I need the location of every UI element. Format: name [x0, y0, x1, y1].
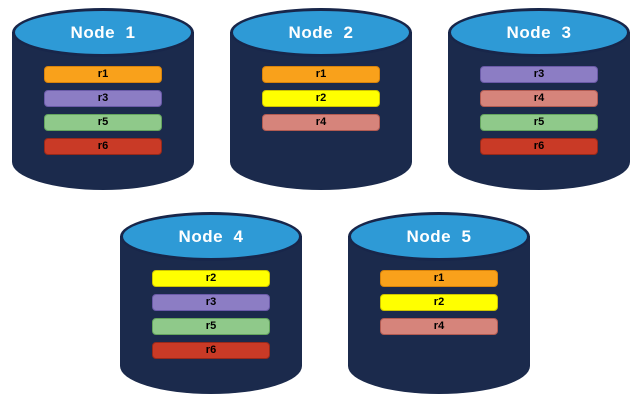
cylinder-body: [448, 32, 630, 190]
cylinder-body: [12, 32, 194, 190]
replica-bar: r1: [44, 66, 162, 83]
replica-bar: r1: [380, 270, 498, 287]
replica-list: r1 r3 r5 r6: [44, 66, 162, 155]
node-cylinder-1: Node 1 r1 r3 r5 r6: [12, 8, 194, 190]
cylinder-top: Node 4: [120, 212, 302, 261]
replica-bar: r4: [480, 90, 598, 107]
replica-label: r3: [205, 296, 217, 308]
cylinder-top: Node 3: [448, 8, 630, 57]
replica-label: r4: [533, 92, 545, 104]
replica-label: r6: [205, 344, 217, 356]
replica-label: r6: [533, 140, 545, 152]
replica-bar: r3: [152, 294, 270, 311]
replica-label: r4: [433, 320, 445, 332]
replica-list: r1 r2 r4: [262, 66, 380, 131]
node-cylinder-3: Node 3 r3 r4 r5 r6: [448, 8, 630, 190]
replica-bar: r3: [44, 90, 162, 107]
node-title: Node 4: [178, 226, 244, 246]
replica-label: r1: [97, 68, 109, 80]
node-title: Node 3: [506, 22, 572, 42]
replica-list: r1 r2 r4: [380, 270, 498, 335]
node-title: Node 5: [406, 226, 472, 246]
replica-label: r2: [315, 92, 327, 104]
replica-label: r6: [97, 140, 109, 152]
cylinder-body: [120, 236, 302, 394]
replica-list: r2 r3 r5 r6: [152, 270, 270, 359]
node-cylinder-2: Node 2 r1 r2 r4: [230, 8, 412, 190]
cylinder-top: Node 1: [12, 8, 194, 57]
replica-bar: r4: [262, 114, 380, 131]
replica-bar: r5: [480, 114, 598, 131]
replica-label: r2: [205, 272, 217, 284]
replica-label: r5: [533, 116, 545, 128]
replica-bar: r2: [262, 90, 380, 107]
replica-bar: r6: [44, 138, 162, 155]
replica-label: r3: [533, 68, 545, 80]
replica-label: r1: [433, 272, 445, 284]
cylinder-top: Node 2: [230, 8, 412, 57]
replica-bar: r5: [152, 318, 270, 335]
cylinder-body: [348, 236, 530, 394]
replica-label: r5: [97, 116, 109, 128]
replica-bar: r2: [152, 270, 270, 287]
replica-bar: r1: [262, 66, 380, 83]
replica-bar: r6: [152, 342, 270, 359]
cylinder-body: [230, 32, 412, 190]
replica-label: r4: [315, 116, 327, 128]
node-title: Node 2: [288, 22, 354, 42]
replica-bar: r3: [480, 66, 598, 83]
replica-bar: r2: [380, 294, 498, 311]
node-cylinder-5: Node 5 r1 r2 r4: [348, 212, 530, 394]
replica-label: r2: [433, 296, 445, 308]
replica-bar: r6: [480, 138, 598, 155]
cylinder-top: Node 5: [348, 212, 530, 261]
node-cylinder-4: Node 4 r2 r3 r5 r6: [120, 212, 302, 394]
replica-label: r1: [315, 68, 327, 80]
replica-bar: r5: [44, 114, 162, 131]
replica-label: r5: [205, 320, 217, 332]
node-title: Node 1: [70, 22, 136, 42]
replica-list: r3 r4 r5 r6: [480, 66, 598, 155]
replica-label: r3: [97, 92, 109, 104]
replica-bar: r4: [380, 318, 498, 335]
